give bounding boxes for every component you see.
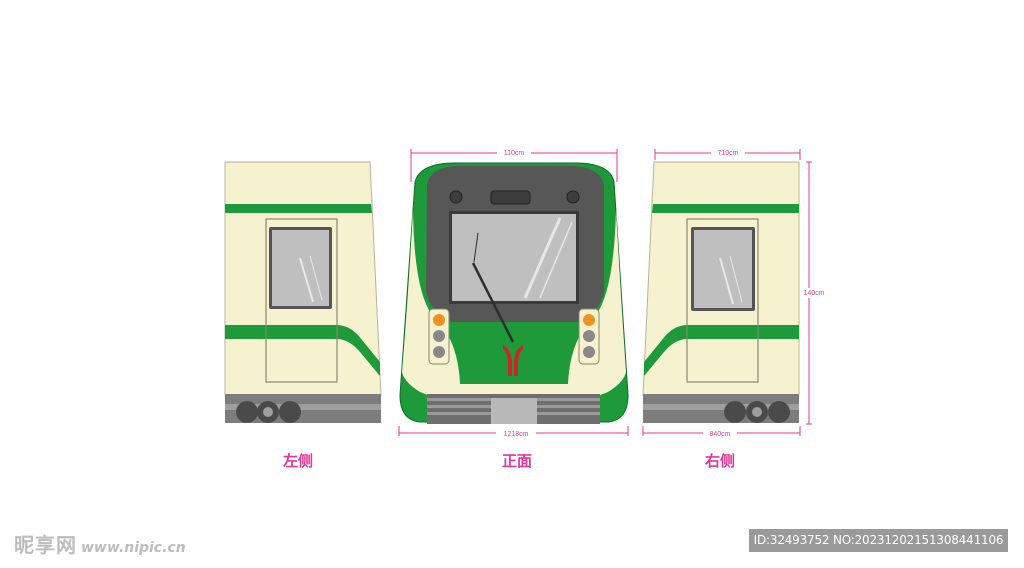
label-right-side: 右侧	[704, 452, 735, 470]
destination-display	[490, 190, 531, 205]
right-wheel	[768, 401, 790, 423]
right-door	[686, 218, 759, 383]
headlight-left	[433, 330, 445, 342]
right-bogie-band	[643, 404, 799, 410]
front-view	[399, 162, 629, 424]
right-wheel-hub	[752, 407, 762, 417]
right-glass-reflection	[719, 257, 734, 305]
right-lower-stripe	[644, 325, 799, 376]
dimension-right-top: 710cm	[717, 150, 738, 157]
headlight-right	[583, 330, 595, 342]
dimension-right-bottom: 840cm	[709, 431, 730, 438]
dimension-front-top: 110cm	[504, 150, 525, 157]
left-door-glass	[272, 230, 329, 306]
front-cream-panel	[402, 210, 626, 412]
watermark-url: www.nipic.cn	[81, 540, 186, 556]
label-left-side: 左侧	[282, 452, 313, 470]
headlight-orange-left	[433, 314, 445, 326]
headlight-right	[583, 346, 595, 358]
marker-light-right	[566, 190, 580, 204]
coupler	[491, 398, 537, 424]
image-id-badge: ID:32493752 NO:20231202151308441106	[749, 529, 1008, 552]
windshield-wiper	[471, 262, 515, 343]
metro-logo	[503, 345, 523, 376]
marker-light-left	[449, 190, 463, 204]
right-side-view	[642, 161, 800, 423]
left-lower-stripe	[225, 325, 380, 376]
windshield-reflection	[523, 217, 562, 299]
right-glass-reflection-2	[729, 255, 743, 303]
left-side-view	[224, 161, 382, 423]
left-wheel-hub	[263, 407, 273, 417]
dimension-front-bottom: 1218cm	[504, 431, 529, 438]
left-glass-reflection-2	[309, 255, 323, 301]
right-wheel	[724, 401, 746, 423]
windshield-wiper-arm	[473, 232, 479, 263]
left-wheel	[236, 401, 258, 423]
left-wheel	[279, 401, 301, 423]
dimension-right-height: 140cm	[803, 290, 824, 297]
headlight-orange-right	[583, 314, 595, 326]
label-front: 正面	[501, 452, 532, 470]
left-top-stripe	[225, 204, 372, 213]
right-top-stripe	[652, 204, 799, 213]
watermark-brand: 昵享网	[14, 533, 77, 557]
headlight-left	[433, 346, 445, 358]
left-glass-reflection	[299, 257, 314, 303]
windshield-reflection	[539, 221, 573, 299]
left-door	[265, 218, 338, 383]
left-bogie-band	[225, 404, 381, 410]
